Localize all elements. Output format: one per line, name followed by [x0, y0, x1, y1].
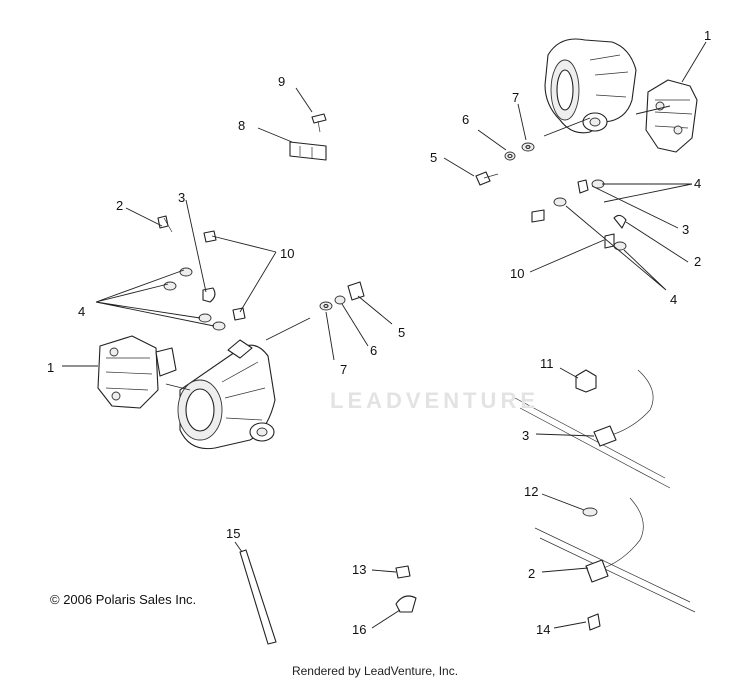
callout-2-clamp: 2: [528, 566, 535, 581]
part-14-screw: [587, 613, 601, 631]
leader-lines: [62, 41, 707, 629]
callout-7-right: 7: [512, 90, 519, 105]
left-hardware: [157, 215, 365, 331]
clamp-assembly-3: [514, 369, 671, 489]
watermark: LEADVENTURE: [330, 388, 540, 413]
callout-2-left: 2: [116, 198, 123, 213]
callout-6-right: 6: [462, 112, 469, 127]
callout-10-left: 10: [280, 246, 294, 261]
callout-13: 13: [352, 562, 366, 577]
clamp-assembly-2: [534, 497, 696, 613]
right-hardware: [475, 142, 627, 251]
callout-14: 14: [536, 622, 550, 637]
right-knuckle-housing: [544, 38, 637, 134]
left-caliper: [97, 335, 177, 409]
callout-10-right: 10: [510, 266, 524, 281]
callout-12: 12: [524, 484, 538, 499]
callout-1-left: 1: [47, 360, 54, 375]
callout-3-clamp: 3: [522, 428, 529, 443]
part-15-strap: [239, 549, 277, 645]
part-8-connector: [289, 141, 327, 161]
callout-4-left: 4: [78, 304, 85, 319]
callout-4-right-top: 4: [694, 176, 701, 191]
callout-7-left: 7: [340, 362, 347, 377]
callout-3-left: 3: [178, 190, 185, 205]
callout-15: 15: [226, 526, 240, 541]
callout-5-right: 5: [430, 150, 437, 165]
callout-2-right: 2: [694, 254, 701, 269]
callout-labels: 9 8 2 3 4 10 1 5 6 7 1 7 6 5 4 3 2 10 4 …: [47, 28, 711, 637]
callout-5-left: 5: [398, 325, 405, 340]
callout-6-left: 6: [370, 343, 377, 358]
copyright-text: © 2006 Polaris Sales Inc.: [50, 592, 197, 607]
part-9-screw: [311, 113, 327, 133]
part-13-screw: [395, 565, 411, 579]
callout-9: 9: [278, 74, 285, 89]
callout-8: 8: [238, 118, 245, 133]
callout-4-right-bottom: 4: [670, 292, 677, 307]
callout-1-right: 1: [704, 28, 711, 43]
left-knuckle-housing: [177, 339, 276, 450]
right-caliper: [645, 79, 698, 153]
callout-16: 16: [352, 622, 366, 637]
footer-credit: Rendered by LeadVenture, Inc.: [291, 664, 459, 678]
callout-3-right: 3: [682, 222, 689, 237]
part-16-clip: [395, 595, 417, 613]
callout-11: 11: [540, 356, 554, 371]
